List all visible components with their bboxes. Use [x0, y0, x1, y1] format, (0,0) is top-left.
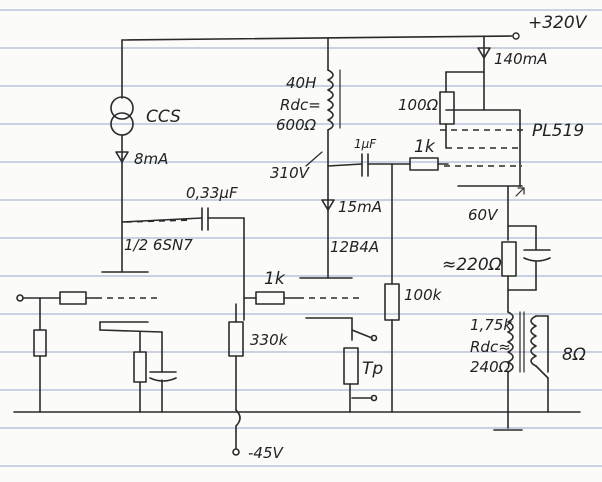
choke-inductance-label: 40H: [286, 74, 316, 92]
supply-voltage-label: +320V: [528, 13, 588, 33]
output-current-label: 140mA: [494, 50, 548, 68]
tube-pl519: 140mA 100Ω PL519 60V: [398, 35, 584, 224]
ccs-current-label: 8mA: [134, 150, 168, 168]
tube-6sn7: 1/2 6SN7: [16, 219, 193, 413]
ccs-source: CCS 8mA: [110, 39, 181, 273]
ground-rail: [13, 411, 581, 431]
grid-leak-label: 330k: [250, 331, 289, 349]
r100k-label: 100k: [404, 286, 443, 304]
cathode-resistor-label: ≈220Ω: [442, 255, 502, 275]
plate-choke: 40H Rdc= 600Ω 310V 15mA 1µF 100k 1k: [270, 37, 449, 413]
tube-12b4a: 12B4A Tp: [298, 238, 383, 413]
output-inductance-label: 1,75k: [470, 316, 513, 334]
test-point-label: Tp: [362, 359, 383, 379]
choke-rdc-label: Rdc=: [280, 96, 321, 114]
grid-network-12b4a: 1k 330k -45V: [228, 269, 299, 462]
output-rdc-label: Rdc≈: [470, 338, 511, 356]
coupling-cap-label: 0,33µF: [186, 184, 238, 202]
supply-rail: +320V: [121, 13, 588, 41]
speaker-load-label: 8Ω: [562, 345, 586, 365]
mid-current-label: 15mA: [338, 198, 382, 216]
grid-stopper-label: 1k: [264, 269, 286, 289]
cathode-network: ≈220Ω 1,75k Rdc≈ 240Ω 8Ω: [442, 185, 586, 413]
bias-label: -45V: [248, 444, 284, 462]
ccs-label: CCS: [146, 107, 181, 127]
choke-rdc-value: 600Ω: [276, 116, 317, 134]
screen-resistor-label: 1k: [414, 137, 436, 157]
tube2-label: 12B4A: [330, 238, 379, 256]
anode-stopper-label: 100Ω: [398, 96, 439, 114]
top-cap-label: 1µF: [354, 137, 377, 151]
coupling-capacitor: 0,33µF: [121, 184, 245, 321]
plate-voltage-label: 310V: [270, 164, 311, 182]
pl519-label: PL519: [532, 121, 584, 141]
ruled-lines: [0, 9, 602, 467]
cathode-voltage-label: 60V: [468, 206, 499, 224]
output-rdc-value: 240Ω: [470, 358, 511, 376]
tube1-label: 1/2 6SN7: [124, 236, 193, 254]
